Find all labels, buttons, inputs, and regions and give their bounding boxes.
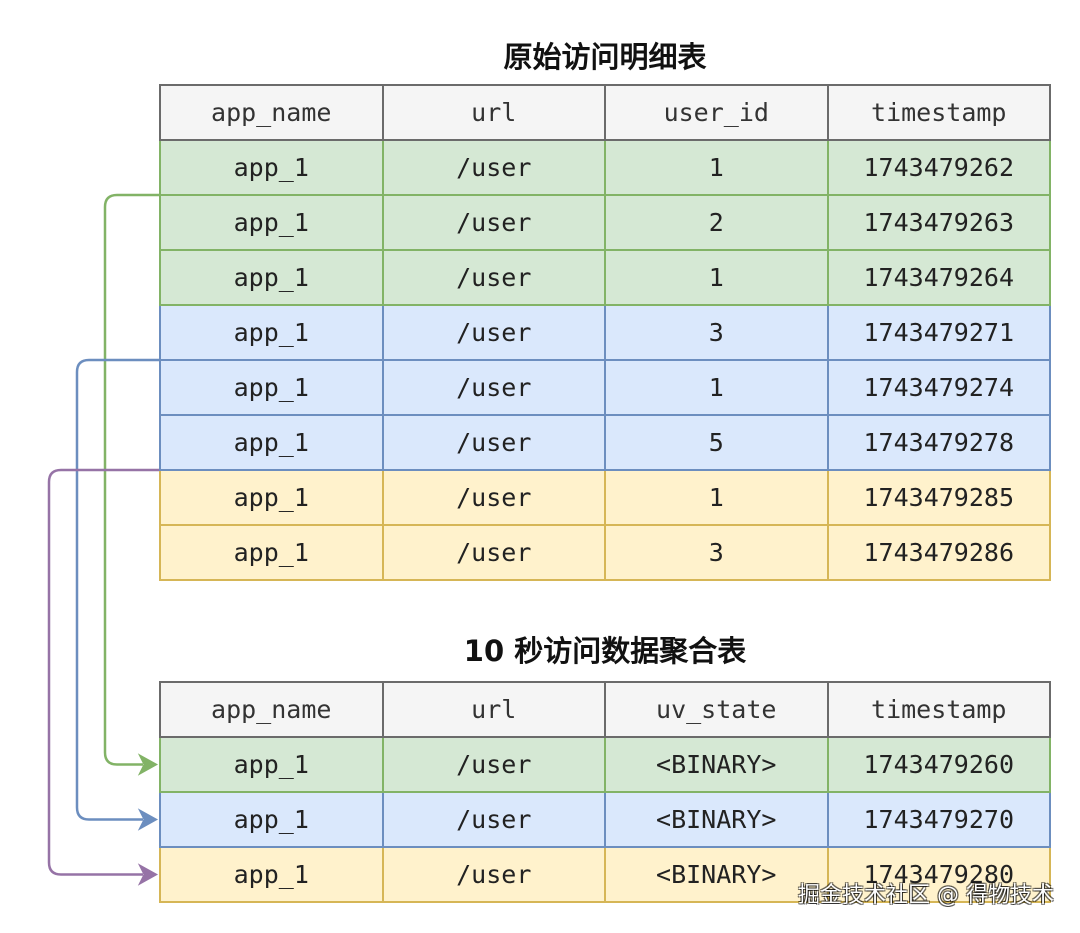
table-cell: 1743479280	[826, 846, 1051, 903]
table-cell: app_1	[159, 414, 384, 471]
table-cell: <BINARY>	[604, 791, 829, 848]
table-row: app_1/user<BINARY>1743479270	[159, 791, 1051, 848]
table-cell: 1	[604, 469, 829, 526]
table-cell: 3	[604, 524, 829, 581]
table-cell: 2	[604, 194, 829, 251]
connector-line	[75, 358, 159, 821]
agg-table-title: 10 秒访问数据聚合表	[463, 634, 747, 668]
table-header-row: app_name url uv_state timestamp	[159, 681, 1051, 738]
table-cell: app_1	[159, 139, 384, 196]
table-cell: /user	[381, 139, 606, 196]
arrow-head-icon	[137, 753, 159, 776]
table-row: app_1/user<BINARY>1743479280	[159, 846, 1051, 903]
raw-access-detail-table: app_name url user_id timestamp app_1/use…	[159, 84, 1051, 581]
column-header: app_name	[159, 84, 384, 141]
arrow-head-icon	[137, 808, 159, 831]
table-cell: /user	[381, 194, 606, 251]
table-cell: 1743479278	[826, 414, 1051, 471]
table-cell: <BINARY>	[604, 736, 829, 793]
table-cell: app_1	[159, 304, 384, 361]
column-header: user_id	[604, 84, 829, 141]
table-cell: /user	[381, 524, 606, 581]
table-cell: /user	[381, 846, 606, 903]
aggregated-access-table: app_name url uv_state timestamp app_1/us…	[159, 681, 1051, 903]
arrow-head-icon	[137, 863, 159, 886]
table-cell: /user	[381, 469, 606, 526]
table-cell: app_1	[159, 736, 384, 793]
table-cell: 1743479260	[826, 736, 1051, 793]
table-cell: 1743479262	[826, 139, 1051, 196]
column-header: timestamp	[826, 84, 1051, 141]
table-cell: 1743479286	[826, 524, 1051, 581]
table-cell: 1	[604, 249, 829, 306]
column-header: url	[381, 84, 606, 141]
table-cell: app_1	[159, 791, 384, 848]
table-cell: /user	[381, 414, 606, 471]
column-header: uv_state	[604, 681, 829, 738]
table-cell: /user	[381, 791, 606, 848]
table-cell: app_1	[159, 249, 384, 306]
table-cell: 3	[604, 304, 829, 361]
table-cell: 1743479271	[826, 304, 1051, 361]
table-cell: 1	[604, 359, 829, 416]
table-cell: app_1	[159, 846, 384, 903]
column-header: timestamp	[826, 681, 1051, 738]
connector-line	[103, 193, 159, 766]
table-cell: /user	[381, 359, 606, 416]
table-cell: app_1	[159, 469, 384, 526]
column-header: url	[381, 681, 606, 738]
table-cell: 5	[604, 414, 829, 471]
table-cell: 1743479285	[826, 469, 1051, 526]
table-cell: app_1	[159, 524, 384, 581]
table-cell: <BINARY>	[604, 846, 829, 903]
table-cell: 1743479264	[826, 249, 1051, 306]
table-cell: /user	[381, 736, 606, 793]
table-cell: /user	[381, 304, 606, 361]
table-cell: /user	[381, 249, 606, 306]
table-cell: 1743479274	[826, 359, 1051, 416]
column-header: app_name	[159, 681, 384, 738]
table-cell: 1743479270	[826, 791, 1051, 848]
table-header-row: app_name url user_id timestamp	[159, 84, 1051, 141]
table-cell: app_1	[159, 194, 384, 251]
table-row: app_1/user<BINARY>1743479260	[159, 736, 1051, 793]
table-cell: app_1	[159, 359, 384, 416]
table-cell: 1743479263	[826, 194, 1051, 251]
watermark: 掘金技术社区 @ 得物技术	[798, 883, 1054, 908]
raw-table-title: 原始访问明细表	[503, 40, 707, 74]
connector-line	[47, 468, 159, 876]
table-cell: 1	[604, 139, 829, 196]
